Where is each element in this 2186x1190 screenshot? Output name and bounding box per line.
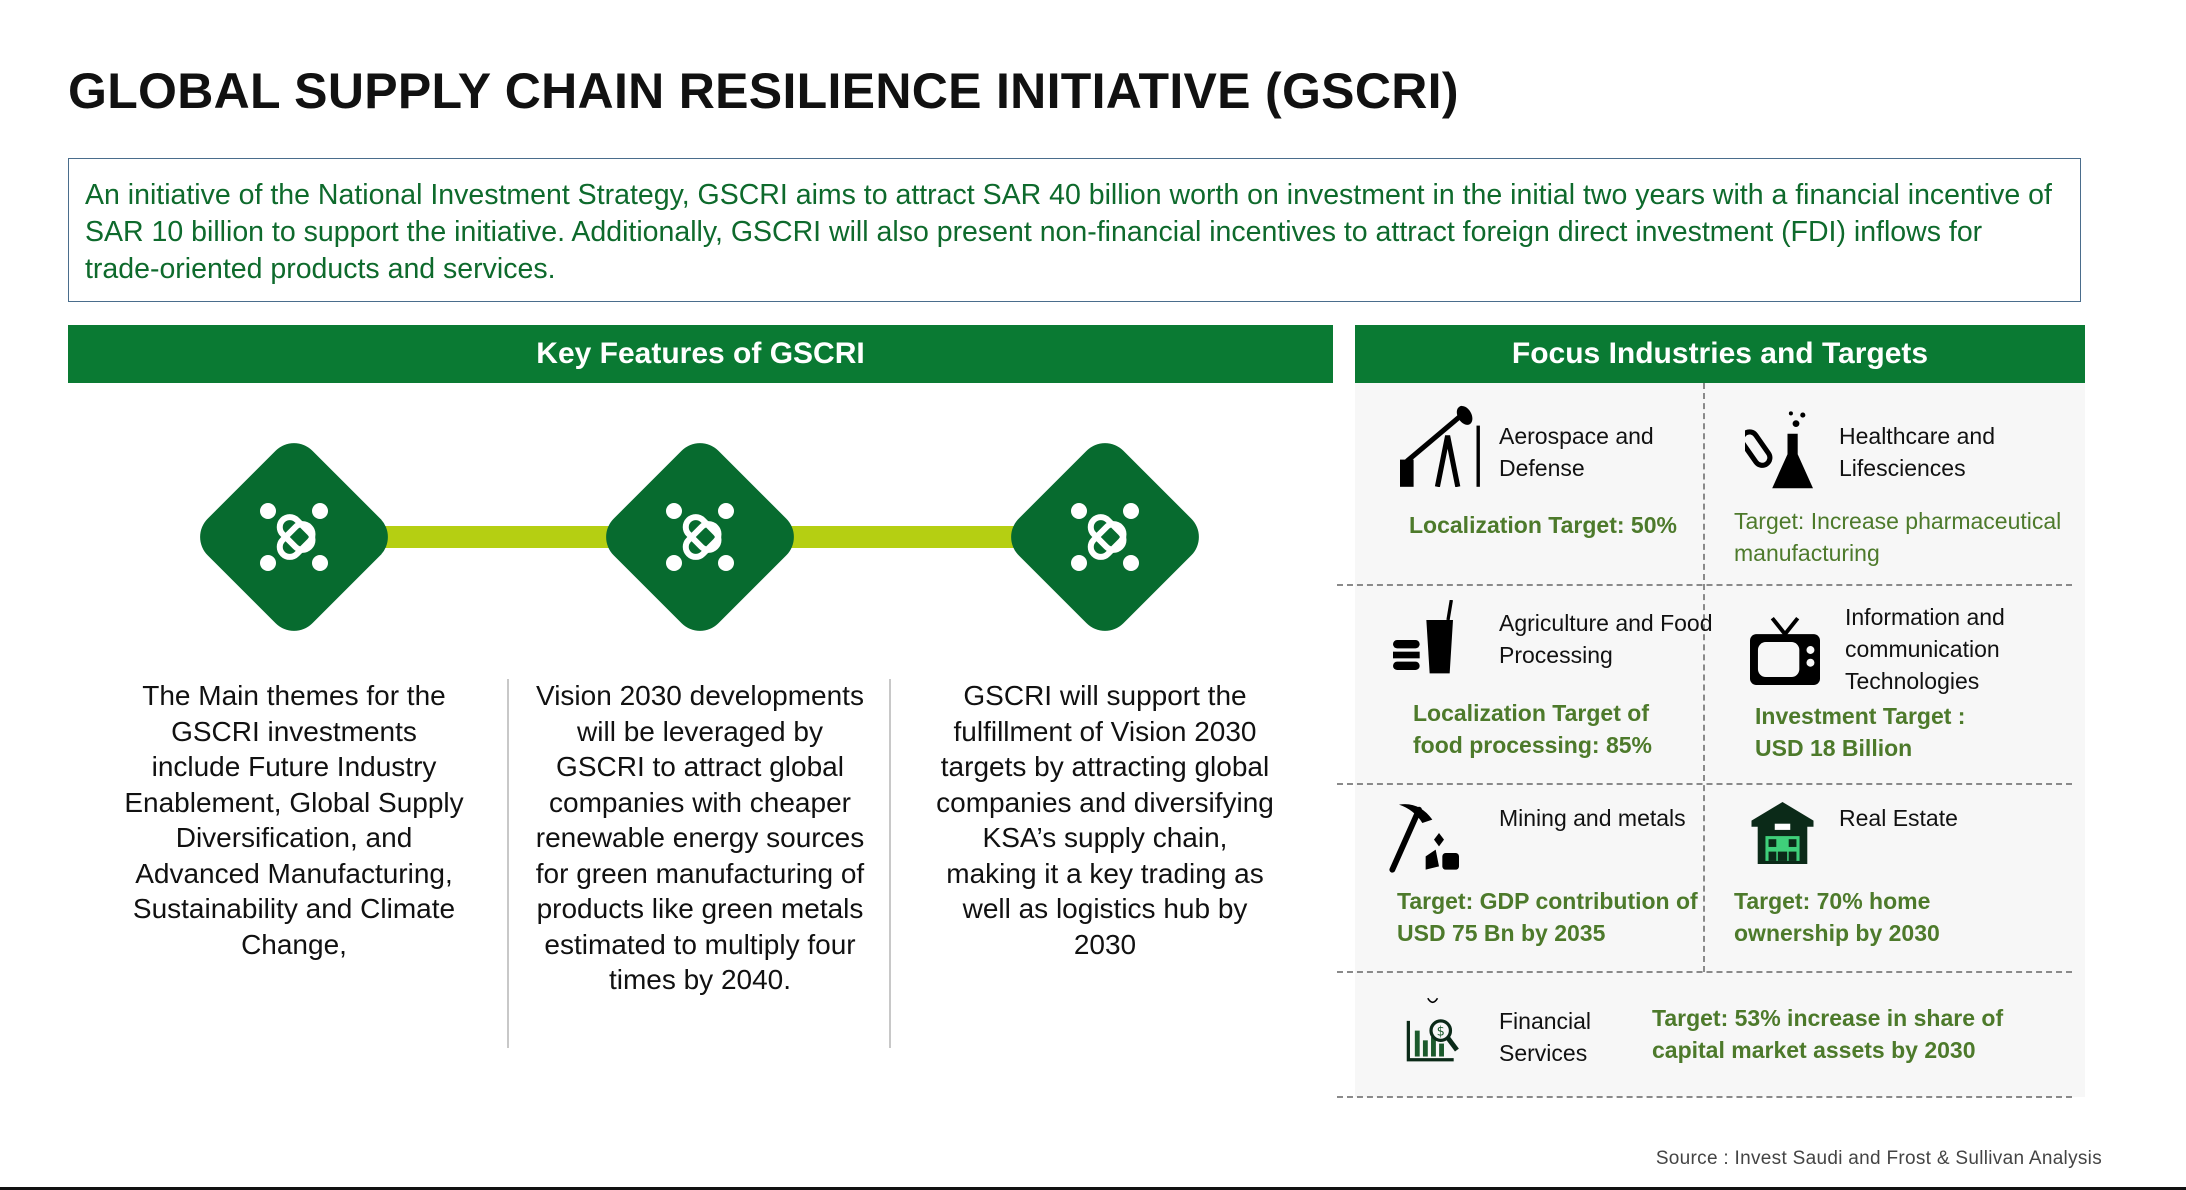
divider (1337, 971, 2072, 973)
pickaxe-icon (1389, 804, 1459, 873)
oil-pump-icon (1400, 405, 1480, 487)
divider (1703, 383, 1705, 972)
industry-name: Aerospace and Defense (1499, 423, 1654, 481)
flask-pill-icon (1745, 411, 1813, 489)
industry-name: Financial Services (1499, 1008, 1592, 1066)
divider (1337, 783, 2072, 785)
industry-target: Target: 53% increase in share of capital… (1652, 1005, 2004, 1063)
industry-target: Investment Target : USD 18 Billion (1755, 703, 1966, 761)
focus-panel (1355, 383, 2085, 1097)
source-note: Source : Invest Saudi and Frost & Sulliv… (1655, 1148, 2102, 1169)
industry-name: Real Estate (1839, 805, 1958, 831)
industry-target: Target: GDP contribution of USD 75 Bn by… (1397, 888, 1698, 946)
industry-target: Localization Target of food processing: … (1413, 700, 1652, 758)
feature-text: The Main themes for the GSCRI investment… (124, 680, 464, 960)
page-title: GLOBAL SUPPLY CHAIN RESILIENCE INITIATIV… (68, 63, 1459, 119)
industry-name: Healthcare and Lifesciences (1839, 423, 1995, 481)
food-drink-icon (1393, 600, 1453, 674)
building-icon (1751, 802, 1814, 864)
svg-text:$: $ (1437, 1024, 1445, 1039)
divider (1337, 584, 2072, 586)
collaboration-icon (666, 503, 734, 571)
industry-target: Localization Target: 50% (1409, 512, 1677, 538)
industry-target: Target: 70% home ownership by 2030 (1734, 888, 1940, 946)
industry-name: Mining and metals (1499, 805, 1686, 831)
divider (889, 679, 891, 1048)
divider (1337, 1096, 2072, 1098)
tv-icon (1750, 616, 1820, 685)
finance-chart-icon: $ (1406, 997, 1459, 1062)
industry-target: Target: Increase pharmaceutical manufact… (1734, 508, 2062, 566)
feature-text: GSCRI will support the fulfillment of Vi… (936, 680, 1274, 960)
key-features-header: Key Features of GSCRI (68, 325, 1333, 383)
collaboration-icon (1071, 503, 1139, 571)
divider (507, 679, 509, 1048)
industry-name: Agriculture and Food Processing (1499, 610, 1713, 668)
feature-text: Vision 2030 developments will be leverag… (535, 680, 865, 995)
industry-name: Information and communication Technologi… (1845, 604, 2005, 694)
intro-box: An initiative of the National Investment… (68, 158, 2081, 302)
collaboration-icon (260, 503, 328, 571)
focus-industries-header: Focus Industries and Targets (1355, 325, 2085, 383)
